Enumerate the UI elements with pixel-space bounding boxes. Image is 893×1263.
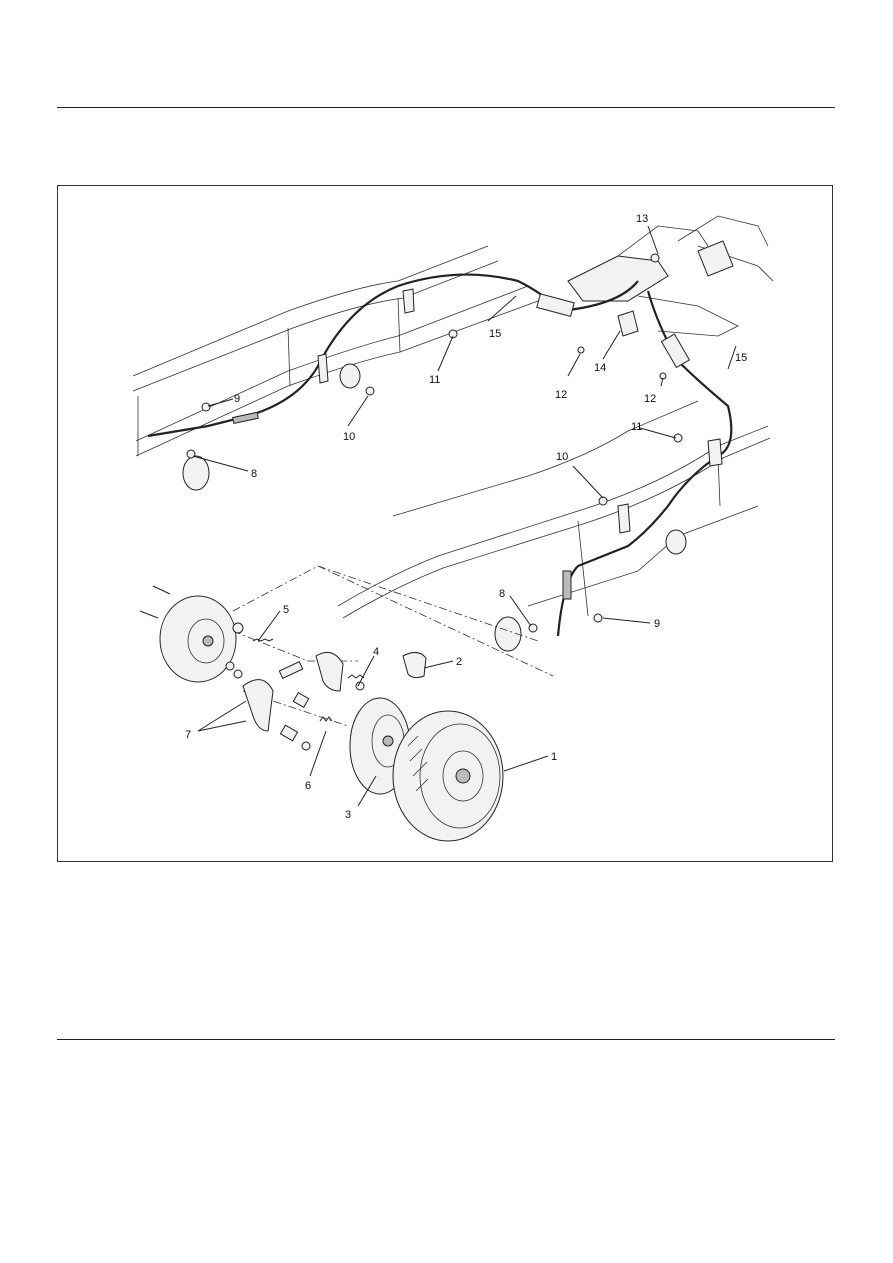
- callout-5: 5: [283, 604, 289, 616]
- callout-7: 7: [185, 729, 191, 741]
- lower-frame-rail: [337, 400, 771, 652]
- parking-brake-exploded-diagram: 1 2 3 4 5 6 7 8 8 9 9 10 10 11 11 12 12 …: [132, 213, 774, 842]
- parking-brake-cables: [147, 273, 733, 637]
- brake-shoes: [242, 651, 344, 742]
- callout-2: 2: [456, 656, 462, 668]
- callout-11-left: 11: [429, 374, 440, 386]
- callout-4: 4: [373, 646, 379, 658]
- callout-1: 1: [551, 751, 557, 763]
- callout-8-right: 8: [499, 588, 505, 600]
- callout-11-right: 11: [631, 421, 642, 433]
- callout-15-left: 15: [489, 328, 501, 340]
- callout-12-right: 12: [644, 393, 656, 405]
- exploded-diagram-frame: 1 2 3 4 5 6 7 8 8 9 9 10 10 11 11 12 12 …: [57, 185, 833, 862]
- callout-10-left: 10: [343, 431, 355, 443]
- callout-labels: 1 2 3 4 5 6 7 8 8 9 9 10 10 11 11 12 12 …: [185, 213, 747, 821]
- backing-plate: [139, 585, 237, 683]
- brake-springs-and-adjusters: [225, 622, 365, 751]
- footer-rule: [57, 1039, 835, 1040]
- callout-9-left: 9: [234, 393, 240, 405]
- frame-fasteners: [186, 253, 723, 633]
- upper-frame-rail: [132, 245, 539, 491]
- callout-12-left: 12: [555, 389, 567, 401]
- leader-lines: [192, 225, 737, 807]
- header-rule: [57, 107, 835, 108]
- callout-8-left: 8: [251, 468, 257, 480]
- callout-15-right: 15: [735, 352, 747, 364]
- callout-9-right: 9: [654, 618, 660, 630]
- callout-6: 6: [305, 780, 311, 792]
- callout-10-right: 10: [556, 451, 568, 463]
- callout-14: 14: [594, 362, 606, 374]
- callout-3: 3: [345, 809, 351, 821]
- parking-lever: [402, 652, 427, 679]
- wheel-and-tire: [392, 710, 504, 842]
- center-crossmember: [567, 215, 774, 337]
- callout-13: 13: [636, 213, 648, 225]
